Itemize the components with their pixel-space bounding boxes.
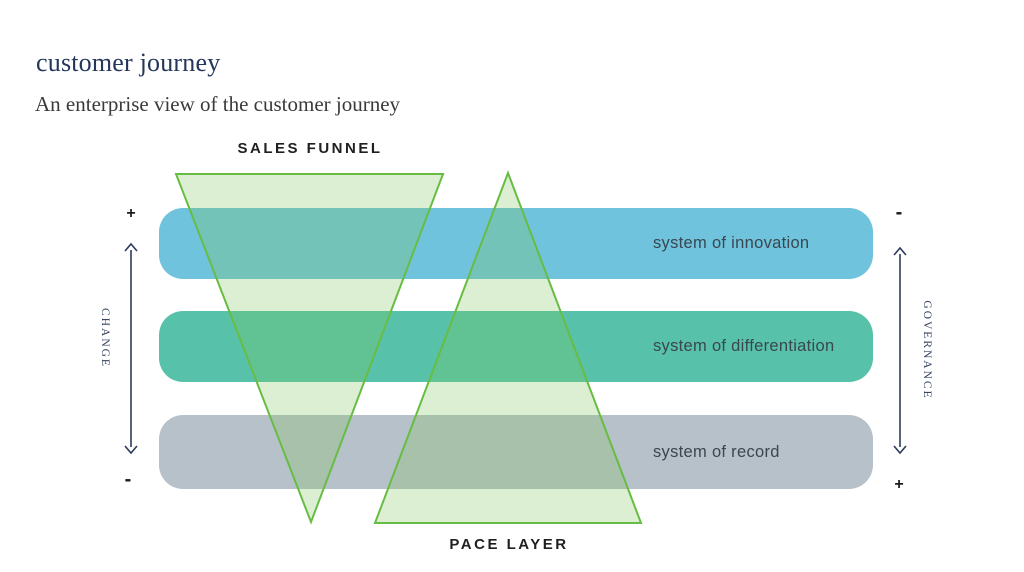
layer-bar-record: system of record — [159, 415, 873, 489]
pace-layer-label: PACE LAYER — [449, 536, 569, 553]
page-title: customer journey — [36, 48, 221, 77]
layer-bar-differentiation: system of differentiation — [159, 311, 873, 382]
governance-axis-arrow — [893, 246, 907, 455]
governance-plus-sign: + — [894, 476, 904, 493]
layer-label-differentiation: system of differentiation — [653, 337, 835, 355]
governance-axis-label: GOVERNANCE — [921, 300, 933, 400]
layer-label-record: system of record — [653, 442, 780, 461]
page-subtitle: An enterprise view of the customer journ… — [35, 92, 401, 116]
change-axis-label: CHANGE — [99, 308, 111, 368]
sales-funnel-label: SALES FUNNEL — [237, 140, 383, 157]
change-plus-sign: + — [126, 205, 136, 222]
change-axis-arrow — [124, 242, 138, 455]
governance-minus-sign: - — [895, 201, 903, 224]
change-minus-sign: - — [124, 468, 132, 491]
layer-label-innovation: system of innovation — [653, 234, 810, 252]
layer-bar-innovation: system of innovation — [159, 208, 873, 279]
